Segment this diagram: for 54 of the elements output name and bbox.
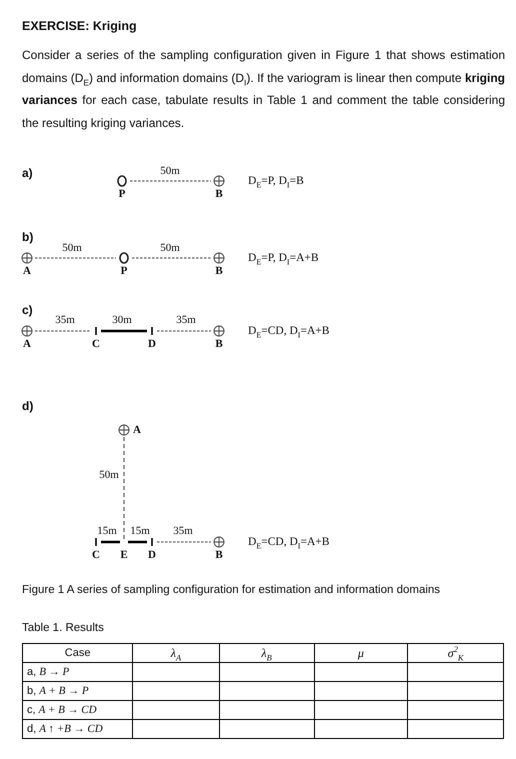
table-cell: λ$_{B}$ [219, 644, 314, 662]
case-label: c) [22, 303, 33, 317]
segment-line [101, 540, 120, 544]
edge-label: 15m [96, 525, 118, 537]
case-label: d) [22, 399, 34, 413]
edge-label: 35m [54, 314, 76, 326]
point-label: P [120, 265, 128, 277]
segment-line [101, 330, 147, 332]
connector-line [130, 180, 211, 182]
case-label: b) [22, 230, 34, 244]
domain-label: D$_{E}$=CD, D$_{I}$=A+B [248, 325, 330, 337]
point-label: B [215, 549, 223, 561]
table-cell: Case [22, 644, 133, 662]
connector-line [35, 330, 91, 332]
connector-line [123, 437, 125, 541]
domain-label: D$_{E}$=P, D$_{I}$=A+B [248, 252, 319, 264]
case-label: a) [22, 166, 33, 180]
edge-label: 30m [111, 314, 133, 326]
table-cell: μ [314, 644, 408, 662]
point-label: A [133, 424, 141, 436]
point-label: B [215, 265, 223, 277]
point-label: D [148, 338, 156, 350]
segment-line [128, 540, 147, 544]
edge-label: 50m [159, 165, 181, 177]
edge-label: 35m [172, 525, 194, 537]
table-cell: b, A + B → P [22, 682, 133, 700]
edge-label: 50m [61, 242, 83, 254]
figure-caption: Figure 1 A series of sampling configuration for estimation and information domains [22, 584, 440, 596]
edge-label: 50m [159, 242, 181, 254]
connector-line [35, 257, 116, 259]
point-label: C [92, 549, 100, 561]
domain-label: D$_{E}$=P, D$_{I}$=B [248, 175, 304, 187]
table-cell: d, A ↑ +B → CD [22, 720, 133, 738]
point-label: P [118, 188, 126, 200]
point-label: C [92, 338, 100, 350]
table-cell: c, A + B → CD [22, 700, 133, 720]
connector-line [157, 330, 211, 332]
edge-label: 15m [129, 525, 151, 537]
table-title: Table 1. Results [22, 622, 104, 634]
point-label: E [120, 549, 128, 561]
table-cell: λ$_{A}$ [132, 644, 220, 662]
domain-label: D$_{E}$=CD, D$_{I}$=A+B [248, 536, 330, 548]
point-label: D [148, 549, 156, 561]
instruction-paragraph: Consider a series of the sampling configuration given in Figure 1 that shows estimation domains (D$_{E}$) and information domains (D$_{I}$). If the variogram is linear then compute kriging variances for each case, tabulate results in Table 1 and comment the table considering the resulting kriging variances. [22, 47, 505, 132]
exercise-title: EXERCISE: Kriging [22, 19, 137, 33]
connector-line [132, 257, 211, 259]
point-label: B [215, 188, 223, 200]
point-label: A [23, 265, 31, 277]
edge-label: 50m [98, 469, 120, 481]
point-label: A [23, 338, 31, 350]
table-cell: a, B → P [22, 662, 133, 682]
edge-label: 35m [175, 314, 197, 326]
point-label: B [215, 338, 223, 350]
connector-line [157, 541, 211, 543]
